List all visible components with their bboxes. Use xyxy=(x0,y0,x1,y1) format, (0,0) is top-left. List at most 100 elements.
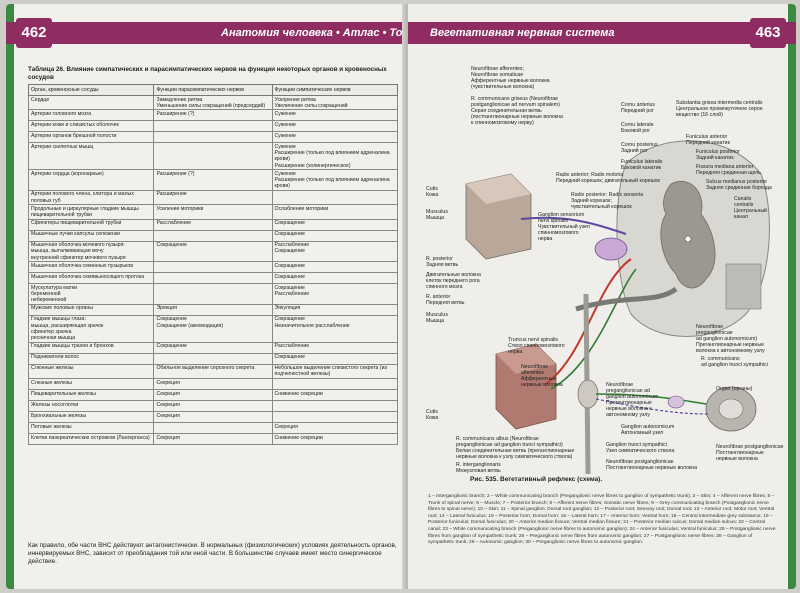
table-row: Подниматели волос Сокращение xyxy=(27,352,399,365)
reflex-diagram: Neurofibrae afferentes; Neurofibrae soma… xyxy=(426,64,783,484)
table-row: Гладкие мышцы глаза: мышца, расширяющая … xyxy=(27,314,399,343)
parasympathetic-cell: Расширение (?) xyxy=(153,169,273,191)
book-spine xyxy=(402,4,412,589)
table-row: Артерии сердца (коронарные)Расширение (?… xyxy=(27,169,399,191)
label-r-communicans-ganglion: R. communicans ad ganglion trunci sympat… xyxy=(701,356,768,368)
parasympathetic-cell xyxy=(153,283,273,305)
table-title: Таблица 26. Влияние симпатических и пара… xyxy=(28,66,387,81)
organ-cell: Мышечные пучки капсулы селезенки xyxy=(27,229,155,242)
left-page-number: 462 xyxy=(16,18,52,48)
label-radix-posterior: Radix posterior; Radix sensoria Задний к… xyxy=(571,192,644,210)
parasympathetic-cell: Секреция xyxy=(153,378,273,391)
left-page: Анатомия человека • Атлас • Том 3 462 Та… xyxy=(6,4,406,589)
organ-cell: Артерии органов брюшной полости xyxy=(27,131,155,144)
label-fissura-mediana: Fissura mediana anterior Передняя средин… xyxy=(696,164,761,176)
left-edge-strip xyxy=(6,4,14,589)
label-funiculus-posterior: Funiculus posterior Задний канатик xyxy=(696,149,740,161)
parasympathetic-cell xyxy=(153,352,273,365)
label-canalis-centralis: Canalis centralis Центральный канал xyxy=(734,196,767,220)
table-row: Мышечная оболочка семенных пузырьков Сокр… xyxy=(27,261,399,274)
sympathetic-cell: Снижение секреции xyxy=(271,433,399,446)
sympathetic-cell: Секреция xyxy=(271,422,399,435)
right-page-number: 463 xyxy=(750,18,786,48)
organ-cell: Гладкие мышцы глаза: мышца, расширяющая … xyxy=(27,314,155,343)
organ-cell: Артерии кожи и слизистых оболочек xyxy=(27,120,155,133)
label-cornu-laterale: Cornu laterale Боковой рог xyxy=(621,122,654,134)
sympathetic-cell: Сужение xyxy=(271,131,399,144)
organ-cell: Артерии полового члена, клитора и малых … xyxy=(27,189,155,206)
reflex-diagram-svg xyxy=(465,140,770,475)
sympathetic-cell: Ускорение ритма Увеличение силы сокращен… xyxy=(271,94,399,111)
parasympathetic-cell: Сокращение Сокращение (аккомодация) xyxy=(153,314,273,343)
sympathetic-cell xyxy=(271,411,399,424)
table-row: Артерии скелетных мышц Сужение Расширение… xyxy=(27,142,399,171)
sympathetic-cell: Сужение Расширение (только под влиянием … xyxy=(271,142,399,171)
label-radix-anterior: Radix anterior; Radix motoria Передний к… xyxy=(556,172,660,184)
parasympathetic-cell xyxy=(153,261,273,274)
parasympathetic-cell xyxy=(153,229,273,242)
right-header-title: Вегетативная нервная система xyxy=(430,27,615,39)
spinal-cord-illustration xyxy=(616,140,770,337)
column-header: Функции симпатических нервов xyxy=(271,84,399,96)
table-row: Клетки панкреатических островков (Лангер… xyxy=(27,433,399,446)
sympathetic-cell: Расслабление Сокращение xyxy=(271,240,399,263)
sympathetic-cell: Сокращение xyxy=(271,261,399,274)
label-substantia-grisea: Substantia grisea intermedia centralis Ц… xyxy=(676,100,763,118)
label-musculus-2: Musculus Мышца xyxy=(426,312,448,324)
table-row: Мышечная оболочка мочевого пузыря: мышца… xyxy=(27,240,399,263)
parasympathetic-cell: Секреция xyxy=(153,411,273,424)
parasympathetic-cell: Замедление ритма Уменьшение силы сокраще… xyxy=(153,94,273,111)
label-neurofibrae-postganglionicae-2: Neurofibrae postganglionicae Постганглио… xyxy=(606,459,698,471)
organ-cell: Пищеварительные железы xyxy=(27,389,155,402)
sympathetic-cell: Небольшое выделение слизистого секрета (… xyxy=(271,363,399,380)
table-row: Продольные и циркулярные гладкие мышцы п… xyxy=(27,204,399,220)
sympathetic-cell: Сужение Расширение (только под влиянием … xyxy=(271,169,399,191)
sympathetic-cell: Сокращение xyxy=(271,229,399,242)
organ-cell: Подниматели волос xyxy=(27,352,155,365)
label-r-anterior: R. anterior Передняя ветвь xyxy=(426,294,465,306)
organ-cell: Мышечная оболочка семенных пузырьков xyxy=(27,261,155,274)
organ-cell: Потовые железы xyxy=(27,422,155,435)
label-musculus: Musculus Мышца xyxy=(426,209,448,221)
label-ganglion-sensorium: Ganglion sensorium nervi spinalis Чувств… xyxy=(538,212,590,242)
parasympathetic-cell: Обильное выделение серозного секрета xyxy=(153,363,273,380)
organ-cell: Слезные железы xyxy=(27,378,155,391)
label-neurofibrae-preganglionicae: Neurofibrae preganglionicae ad ganglion … xyxy=(696,324,765,354)
sympathetic-cell: Сужение xyxy=(271,109,399,122)
organ-cell: Мускулатура матки беременной небеременно… xyxy=(27,283,155,305)
column-header: Орган, кровеносные сосуды xyxy=(27,84,155,96)
table-row: Артерии органов брюшной полости Сужение xyxy=(27,131,399,144)
sympathetic-cell: Сокращение xyxy=(271,272,399,285)
parasympathetic-cell: Секреция xyxy=(153,433,273,446)
organ-cell: Артерии скелетных мышц xyxy=(27,142,155,171)
label-ganglion-autonomicum: Ganglion autonomicum Автономный узел xyxy=(621,424,675,436)
label-funiculus-anterior: Funiculus anterior Передний канатик xyxy=(686,134,730,146)
parasympathetic-cell xyxy=(153,120,273,133)
right-page: Вегетативная нервная система 463 xyxy=(408,4,796,589)
table-row: Артерии полового члена, клитора и малых … xyxy=(27,189,399,206)
sympathetic-cell xyxy=(271,400,399,413)
muscle-block-illustration xyxy=(495,343,557,430)
sympathetic-cell: Эякуляция xyxy=(271,303,399,316)
label-cornu-posterius: Cornu posterius Задний рог xyxy=(621,142,658,154)
label-r-communicans-albus: R. communicans albus (Neurofibrae pregan… xyxy=(456,436,575,460)
sympathetic-cell: Ослабление моторики xyxy=(271,204,399,220)
organ-cell: Клетки панкреатических островков (Лангер… xyxy=(27,433,155,446)
column-header: Функции парасимпатических нервов xyxy=(153,84,273,96)
sympathetic-cell: Сокращение Незначительное расслабление xyxy=(271,314,399,343)
sympathetic-cell: Снижение секреции xyxy=(271,389,399,402)
organ-cell: Бронхиальные железы xyxy=(27,411,155,424)
parasympathetic-cell: Расширение (?) xyxy=(153,109,273,122)
right-header-band: Вегетативная нервная система xyxy=(408,22,796,44)
parasympathetic-cell: Эрекция xyxy=(153,303,273,316)
table-row: Мышечная оболочка семявыносящего протока… xyxy=(27,272,399,285)
sympathetic-cell: Сокращение xyxy=(271,352,399,365)
label-r-interganglionaris: R. interganglionaris Межузловая ветвь xyxy=(456,462,501,474)
